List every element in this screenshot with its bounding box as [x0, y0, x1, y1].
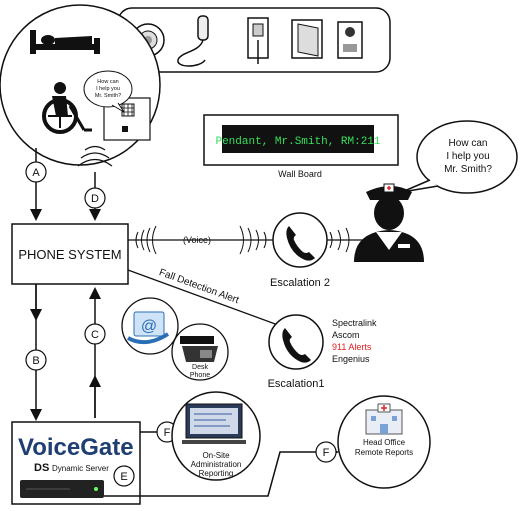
escalation2-phone: Escalation 2	[270, 212, 330, 289]
nurse-wave	[329, 227, 350, 253]
voice-label: (Voice)	[183, 235, 211, 245]
wall-board-label: Wall Board	[278, 169, 322, 179]
vendor-spectralink: Spectralink	[332, 318, 377, 328]
vendor-engenius: Engenius	[332, 354, 370, 364]
pull-cord-icon	[177, 15, 209, 67]
wall-board: Pendant, Mr.Smith, RM:211 Wall Board	[203, 114, 399, 179]
call-unit-bubble-line-3: Mr. Smith?	[95, 93, 121, 99]
onsite-reporting: On-Site Administration Reporting	[171, 391, 261, 481]
escalation1-phone: Escalation1	[268, 314, 325, 390]
voicegate-server: VoiceGate DS Dynamic Server E	[11, 421, 141, 505]
escalation1-label: Escalation1	[268, 378, 325, 390]
vendor-ascom: Ascom	[332, 330, 360, 340]
marker-d: D	[91, 193, 99, 205]
wireless-signal-icon	[77, 145, 113, 167]
patient-bed-icon	[30, 30, 100, 54]
devices-panel	[117, 7, 391, 73]
marker-b: B	[32, 355, 39, 367]
voicegate-ds: DS	[34, 462, 49, 474]
bubble-line-2: I help you	[446, 151, 489, 162]
line-a: A	[25, 148, 47, 221]
voice-wave-right	[239, 225, 267, 255]
line-d: D	[77, 145, 113, 221]
voicegate-server-label: Dynamic Server	[52, 464, 109, 473]
phone-handset-icon	[286, 226, 315, 261]
vendor-911-alerts: 911 Alerts	[332, 342, 372, 352]
head-office: Head Office Remote Reports	[337, 395, 431, 489]
call-unit-speech-bubble: How can I help you Mr. Smith?	[83, 70, 133, 113]
vendor-list: Spectralink Ascom 911 Alerts Engenius	[332, 318, 377, 364]
call-unit-bubble-line-2: I help you	[96, 86, 120, 92]
nurse-speech-bubble: How can I help you Mr. Smith?	[401, 120, 518, 194]
email-icon: @	[121, 297, 179, 355]
computer-monitor-icon	[182, 403, 246, 444]
pendant-device-icon	[337, 21, 363, 59]
marker-a: A	[32, 167, 40, 179]
wheelchair-user-icon	[42, 82, 92, 134]
marker-e: E	[120, 471, 127, 483]
phone-handset-icon	[282, 328, 311, 363]
desk-phone-line-2: Phone	[190, 372, 210, 379]
marker-f-onsite: F	[164, 427, 171, 439]
headoffice-line-1: Head Office	[363, 438, 406, 447]
marker-c: C	[91, 329, 99, 341]
escalation2-label: Escalation 2	[270, 277, 330, 289]
svg-text:@: @	[141, 318, 157, 335]
headoffice-line-2: Remote Reports	[355, 448, 413, 457]
line-f-headoffice: F	[104, 441, 339, 497]
patient-room: How can I help you Mr. Smith?	[0, 4, 161, 166]
desk-phone-icon: Desk Phone	[171, 323, 229, 381]
wall-station-icon	[247, 17, 269, 64]
onsite-line-1: On-Site	[202, 451, 230, 460]
bubble-line-1: How can	[449, 138, 488, 149]
voice-wave-left	[135, 225, 157, 255]
nurse-icon	[354, 183, 424, 262]
hospital-building-icon	[365, 403, 403, 435]
fall-alert-label: Fall Detection Alert	[158, 267, 241, 306]
bubble-line-3: Mr. Smith?	[444, 164, 492, 175]
desk-phone-line-1: Desk	[192, 364, 208, 371]
call-unit-bubble-line-1: How can	[97, 79, 118, 85]
voice-line: (Voice)	[128, 225, 372, 255]
wall-board-display: Pendant, Mr.Smith, RM:211	[215, 136, 380, 148]
line-b: B	[25, 284, 47, 421]
call-unit-icon	[103, 97, 151, 141]
marker-f-headoffice: F	[323, 447, 330, 459]
onsite-line-2: Administration	[191, 460, 242, 469]
voicegate-brand: VoiceGate	[18, 434, 134, 461]
line-c: C	[84, 287, 106, 418]
phone-system-label: PHONE SYSTEM	[18, 247, 121, 262]
phone-system-box: PHONE SYSTEM	[11, 223, 129, 285]
onsite-line-3: Reporting	[199, 469, 234, 478]
door-sensor-icon	[291, 19, 323, 59]
